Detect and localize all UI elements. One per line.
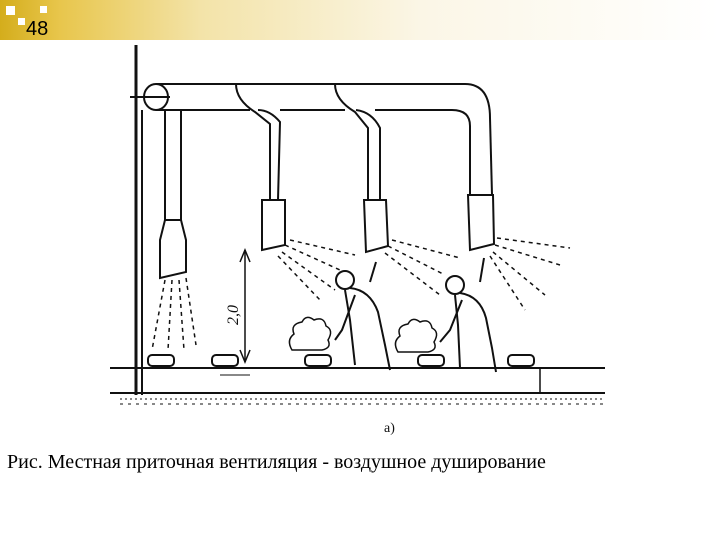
ventilation-diagram: 2,0 а)	[110, 45, 605, 436]
height-dimension-label: 2,0	[225, 305, 242, 325]
corner-square	[40, 6, 47, 13]
nozzle-1	[164, 109, 182, 221]
slide-number: 48	[26, 18, 49, 40]
corner-square	[6, 6, 15, 15]
figure-caption: Рис. Местная приточная вентиляция - возд…	[7, 451, 546, 473]
corner-square	[18, 18, 25, 25]
header-band	[0, 0, 720, 40]
figure-sub-label: а)	[384, 421, 395, 436]
